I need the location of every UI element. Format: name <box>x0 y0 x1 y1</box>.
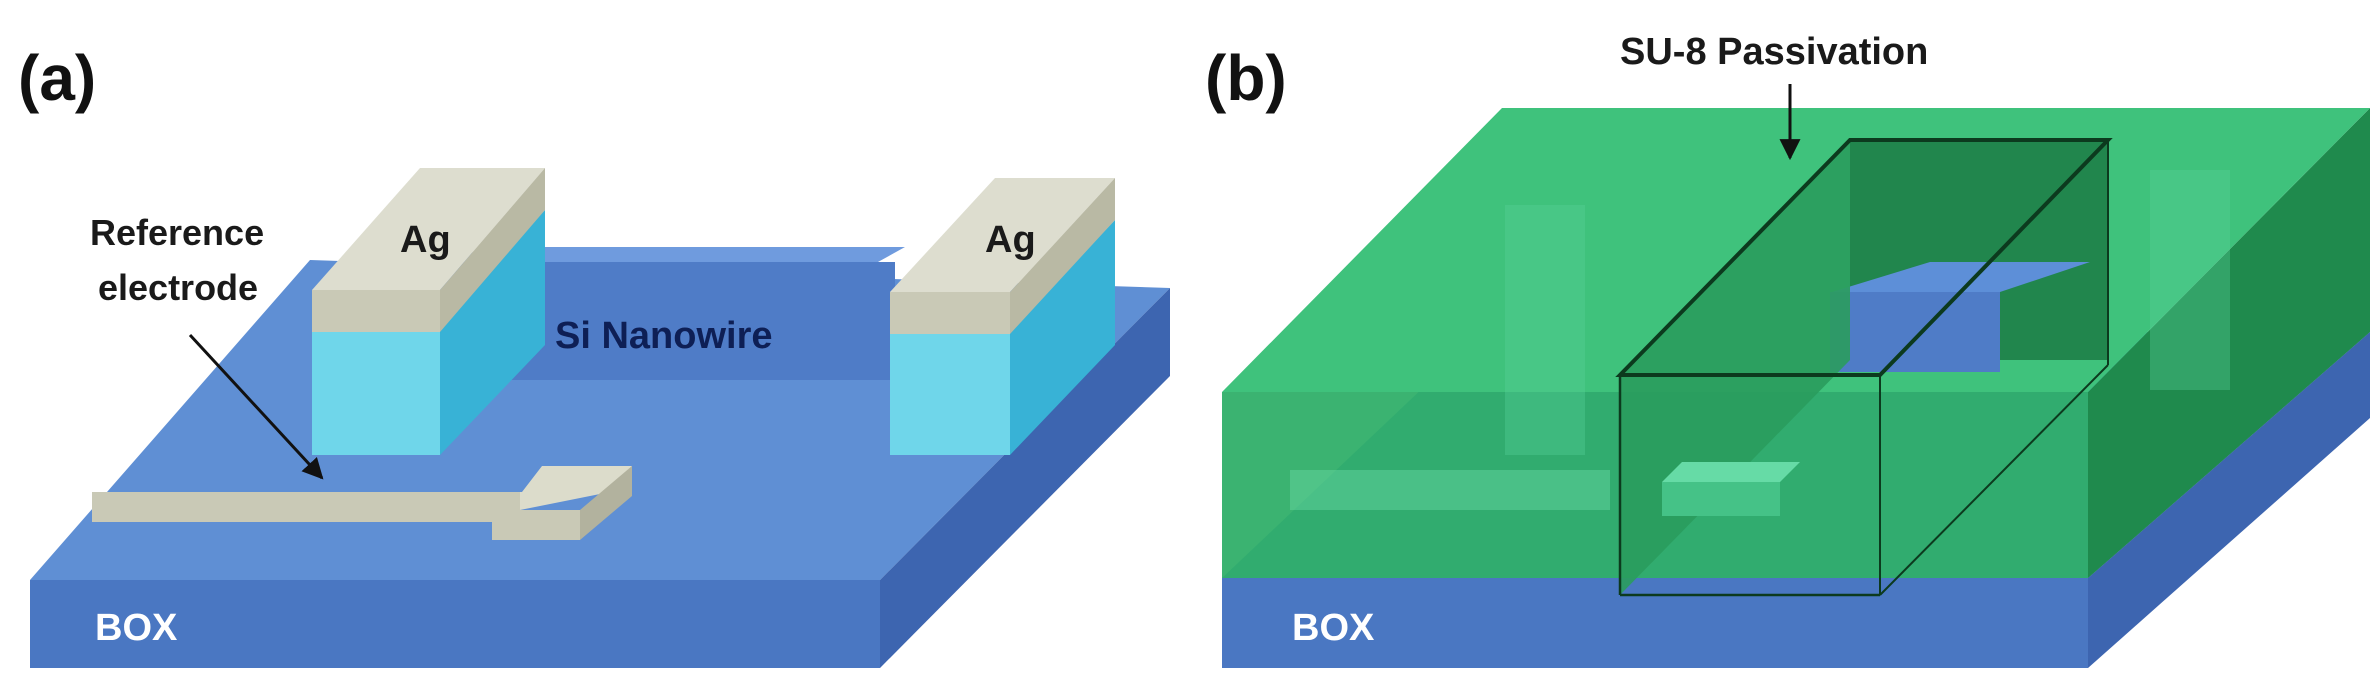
box-side-face <box>880 288 1170 668</box>
reference-leader-arrow <box>188 333 324 480</box>
reference-electrode <box>92 466 632 540</box>
left-ag-front <box>312 290 440 332</box>
passivation-label: SU-8 Passivation <box>1620 31 1928 73</box>
window-ref-tip-front <box>1662 482 1780 516</box>
ref-electrode-front <box>92 492 580 540</box>
window-nanowire-exposed <box>1830 292 2000 372</box>
box-label-a: BOX <box>95 607 178 649</box>
box-label-b: BOX <box>1292 607 1375 649</box>
panel-b-label: (b) <box>1205 42 1287 114</box>
panel-b: (b) SU-8 Passivation BOX <box>1205 31 2370 668</box>
hidden-ref-electrode <box>1290 470 1610 510</box>
ref-electrode-side <box>580 466 632 540</box>
right-ag-front <box>890 292 1010 334</box>
right-ag-top <box>890 178 1115 292</box>
right-contact-front <box>890 330 1010 455</box>
left-ag-top <box>312 168 545 290</box>
right-contact-side <box>1010 220 1115 455</box>
left-ag-label: Ag <box>400 219 451 261</box>
reference-label-line2: electrode <box>98 267 258 308</box>
right-contact <box>890 178 1115 455</box>
hidden-left-contact <box>1505 205 1585 455</box>
reference-label-line1: Reference <box>90 212 264 253</box>
box-front-face <box>30 580 880 668</box>
window-floor-nanowire <box>1832 262 2090 292</box>
right-ag-side <box>1010 178 1115 334</box>
panel-a: (a) Ag Ag Reference electrode Si Nanowir… <box>18 42 1170 668</box>
left-ag-side <box>440 168 545 332</box>
su8-window <box>1615 138 2113 597</box>
right-ag-label: Ag <box>985 219 1036 261</box>
left-contact <box>312 168 545 455</box>
hidden-right-contact <box>2150 170 2230 390</box>
panel-a-label: (a) <box>18 42 96 114</box>
window-edge-bottom-right <box>1879 364 2109 596</box>
box-b-front-face <box>1222 578 2088 668</box>
left-contact-side <box>440 210 545 455</box>
left-contact-front <box>312 320 440 455</box>
window-ref-tip-top <box>1662 462 1800 482</box>
su8-side-face <box>2088 108 2370 578</box>
nanowire-label: Si Nanowire <box>555 315 773 357</box>
nanowire-top <box>455 247 905 262</box>
box-b-side-face <box>2088 332 2370 668</box>
